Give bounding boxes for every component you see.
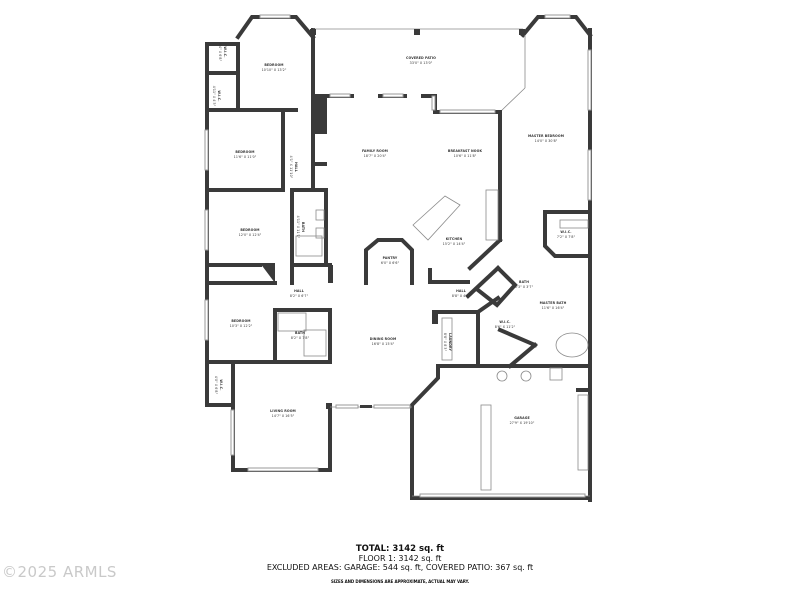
room-dims: 15'2" X 14'4" [442, 242, 466, 246]
room-dims: 8'8" X 4'4" [451, 294, 471, 298]
room-name: BATH [301, 222, 305, 232]
room-name: PANTRY [382, 256, 398, 260]
room-name: BREAKFAST NOOK [447, 149, 483, 153]
room-dims: 11'6" X 16'4" [541, 306, 565, 310]
room-name: HALL [294, 162, 298, 172]
room-dims: 8'2" X 7'8" [290, 336, 310, 340]
room-name: DINING ROOM [369, 337, 397, 341]
watermark: ©2025 ARMLS [2, 563, 117, 581]
room-name: GARAGE [514, 416, 530, 420]
room-dims: 14'7" X 16'5" [271, 414, 295, 418]
room-name: W.I.C. [219, 379, 223, 391]
room-name: MASTER BATH [539, 301, 567, 305]
room-name: BATH [519, 280, 529, 284]
room-wic-mid: W.I.C.8'6" X 11'2" [495, 320, 516, 330]
room-name: FAMILY ROOM [362, 149, 388, 153]
room-dims: 8'6" X 11'2" [494, 325, 516, 329]
room-dims: 12'0" X 12'4" [238, 233, 262, 237]
excluded-areas: EXCLUDED AREAS: GARAGE: 544 sq. ft, COVE… [266, 563, 534, 572]
room-wic-top2: W.I.C.4'11" X 4'3" [211, 86, 221, 107]
room-name: W.I.C. [560, 230, 572, 234]
room-name: BATH [295, 331, 305, 335]
room-name: BEDROOM [235, 150, 255, 154]
room-name: BEDROOM [264, 63, 284, 67]
room-dims: 4'4" X 6'8" [218, 42, 222, 62]
room-dims: 16'8" X 15'4" [371, 342, 395, 346]
room-dims: 5'3" X 3'7" [514, 285, 534, 289]
room-name: LIVING ROOM [270, 409, 296, 413]
room-dims: 11'6" X 11'0" [233, 155, 257, 159]
windows [204, 14, 592, 498]
room-name: HALL [456, 289, 466, 293]
room-dims: 4'1" X 11'10" [289, 155, 293, 179]
room-dims: 27'9" X 19'10" [509, 421, 535, 425]
room-dims: 6'0" X 6'6" [380, 261, 400, 265]
room-name: W.I.C. [217, 90, 221, 102]
room-dims: 8'2" X 6'7" [289, 294, 309, 298]
room-wic-top: W.I.C.4'4" X 6'8" [217, 43, 227, 61]
room-dims: 10'6" X 11'8" [453, 154, 477, 158]
room-name: BEDROOM [240, 228, 260, 232]
room-name: W.I.C. [499, 320, 511, 324]
disclaimer: SIZES AND DIMENSIONS ARE APPROXIMATE, AC… [330, 579, 470, 584]
room-name: LAUNDRY [448, 333, 452, 351]
room-name: COVERED PATIO [406, 56, 436, 60]
room-dims: 18'7" X 20'4" [363, 154, 387, 158]
total-area: TOTAL: 3142 sq. ft [355, 544, 445, 554]
room-name: HALL [294, 289, 304, 293]
room-dims: 14'0" X 30'8" [534, 139, 558, 143]
room-name: BEDROOM [231, 319, 251, 323]
room-dims: 4'11" X 4'3" [212, 85, 216, 107]
room-dims: 8'8" X 8'3" [443, 332, 447, 352]
room-name: KITCHEN [445, 237, 463, 241]
room-dims: 4'11" X 11'1" [296, 215, 300, 239]
room-name: W.I.C. [223, 46, 227, 58]
fixtures [277, 189, 589, 491]
room-name: MASTER BEDROOM [527, 134, 565, 138]
floor-1-area: FLOOR 1: 3142 sq. ft [358, 554, 442, 563]
room-dims: 10'10" X 13'2" [261, 68, 287, 72]
room-wic-master: W.I.C.7'2" X 7'8" [557, 230, 575, 240]
room-wic-lower: W.I.C.4'0" X 6'8" [213, 376, 223, 394]
room-dims: 7'2" X 7'8" [556, 235, 576, 239]
room-dims: 33'0" X 13'0" [409, 61, 433, 65]
room-dims: 10'3" X 12'2" [229, 324, 253, 328]
room-dims: 4'0" X 6'8" [214, 375, 218, 395]
